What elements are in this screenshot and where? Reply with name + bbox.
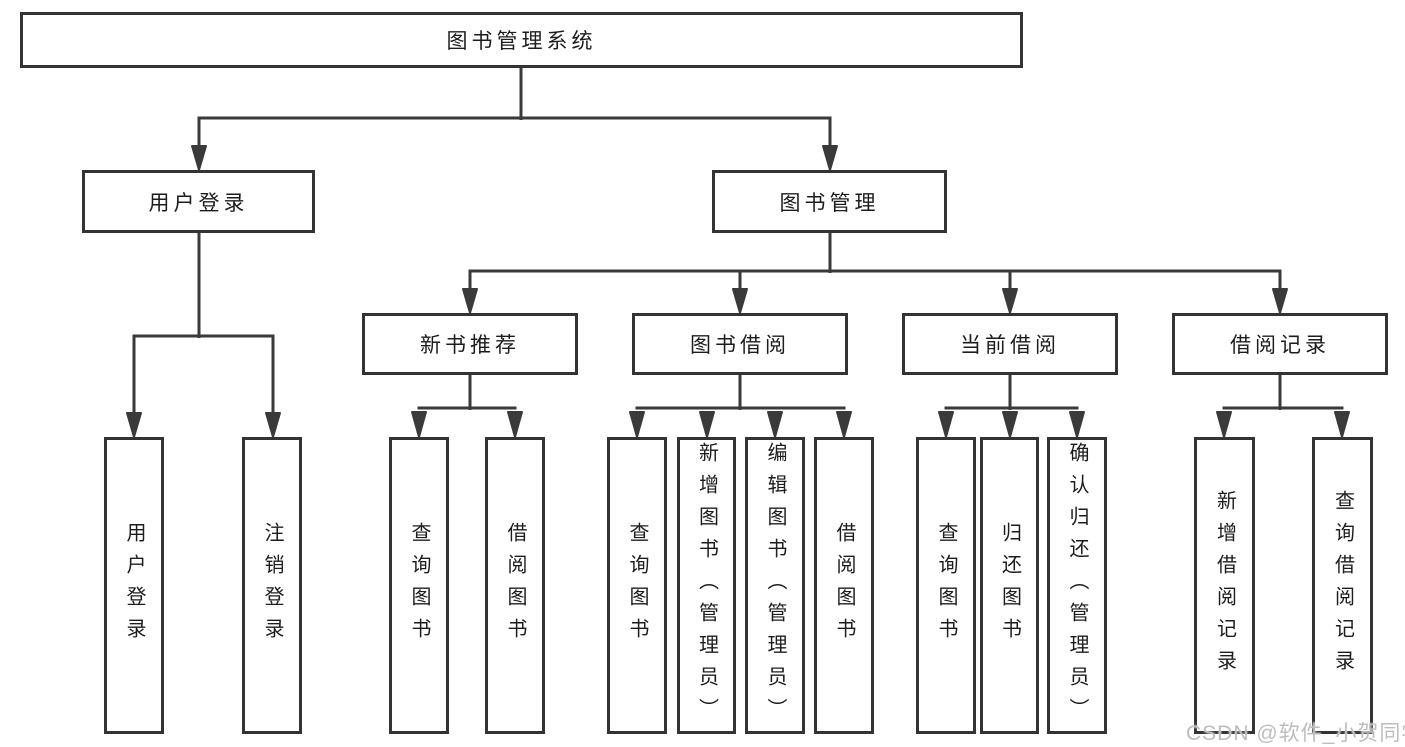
node-library-management-system: 图书管理系统: [20, 12, 1023, 68]
node-book-management: 图书管理: [712, 170, 947, 233]
leaf-user-login: 用户登录: [104, 437, 164, 734]
node-user-login: 用户登录: [82, 170, 315, 233]
leaf-query-books-recommend: 查询图书: [389, 437, 449, 734]
leaf-query-books-borrowing: 查询图书: [607, 437, 667, 734]
leaf-return-books: 归还图书: [980, 437, 1039, 734]
watermark-text: CSDN @软件_小贺同学: [1186, 722, 1405, 745]
node-borrowing-records: 借阅记录: [1172, 313, 1388, 375]
node-book-borrowing: 图书借阅: [632, 313, 848, 375]
connector-arrows: [126, 118, 1350, 438]
leaf-edit-books-admin: 编辑图书（管理员）: [745, 437, 805, 734]
leaf-confirm-return-admin: 确认归还（管理员）: [1047, 437, 1107, 734]
node-new-book-recommendation: 新书推荐: [362, 313, 578, 375]
leaf-borrow-books-recommend: 借阅图书: [485, 437, 545, 734]
node-current-borrowing: 当前借阅: [902, 313, 1118, 375]
leaf-query-borrow-record: 查询借阅记录: [1312, 437, 1373, 734]
leaf-add-borrow-record: 新增借阅记录: [1194, 437, 1255, 734]
leaf-logout: 注销登录: [242, 437, 302, 734]
leaf-add-books-admin: 新增图书（管理员）: [677, 437, 736, 734]
leaf-borrow-books: 借阅图书: [814, 437, 874, 734]
leaf-query-books-current: 查询图书: [916, 437, 976, 734]
